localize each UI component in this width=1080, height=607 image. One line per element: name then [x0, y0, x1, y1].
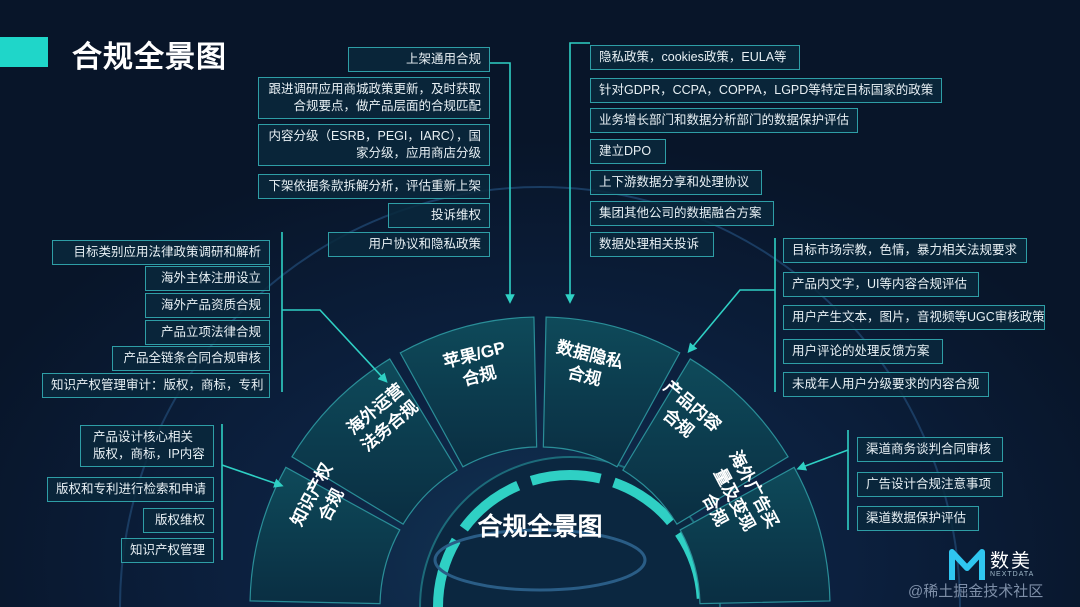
title-accent-bar [0, 37, 48, 67]
list-item: 海外主体注册设立 [145, 266, 270, 291]
inner-dash-ring [433, 470, 707, 607]
brand-sub: NEXTDATA [990, 571, 1035, 578]
list-item: 版权和专利进行检索和申请 [47, 477, 214, 502]
list-item: 上架通用合规 [348, 47, 490, 72]
segment-apple [399, 316, 538, 468]
connector-ads [796, 449, 849, 471]
list-item: 投诉维权 [388, 203, 490, 228]
list-item: 版权维权 [143, 508, 214, 533]
list-item: 跟进调研应用商城政策更新，及时获取合规要点，做产品层面的合规匹配 [258, 77, 490, 119]
list-item: 未成年人用户分级要求的内容合规 [783, 372, 989, 397]
outer-arc [119, 186, 961, 607]
segment-product [622, 358, 789, 525]
brand-mark-icon [949, 549, 985, 580]
list-item: 产品内文字，UI等内容合规评估 [783, 272, 979, 297]
list-item: 目标类别应用法律政策调研和解析 [52, 240, 270, 265]
list-item: 数据处理相关投诉 [590, 232, 714, 257]
connector-privacy [565, 42, 590, 304]
list-item: 建立DPO [590, 139, 666, 164]
watermark: @稀土掘金技术社区 [908, 583, 1044, 600]
list-item: 知识产权管理 [121, 538, 214, 563]
list-item: 业务增长部门和数据分析部门的数据保护评估 [590, 108, 858, 133]
list-item: 渠道商务谈判合同审核 [857, 437, 1003, 462]
brand-name: 数美 [990, 551, 1033, 572]
segment-overseas [291, 358, 458, 525]
list-item: 产品立项法律合规 [145, 320, 270, 345]
connector-apple [490, 62, 515, 304]
segment-ip [249, 466, 401, 605]
list-item: 集团其他公司的数据融合方案 [590, 201, 774, 226]
list-item: 用户协议和隐私政策 [328, 232, 490, 257]
list-item: 针对GDPR，CCPA，COPPA，LGPD等特定目标国家的政策 [590, 78, 942, 103]
center-title: 合规全景图 [477, 513, 603, 541]
list-item: 目标市场宗教，色情，暴力相关法规要求 [783, 238, 1027, 263]
page-title: 合规全景图 [72, 41, 227, 74]
segment-ads [679, 466, 831, 605]
segment-privacy [542, 316, 681, 468]
list-item: 广告设计合规注意事项 [857, 472, 1003, 497]
list-item: 产品全链条合同合规审核 [112, 346, 270, 371]
list-item: 上下游数据分享和处理协议 [590, 170, 762, 195]
list-item: 知识产权管理审计：版权，商标，专利 [42, 373, 270, 398]
list-item: 渠道数据保护评估 [857, 506, 979, 531]
list-item: 下架依据条款拆解分析，评估重新上架 [258, 174, 490, 199]
list-item: 产品设计核心相关版权，商标，IP内容 [80, 425, 214, 467]
list-item: 用户产生文本，图片，音视频等UGC审核政策 [783, 305, 1045, 330]
list-item: 海外产品资质合规 [145, 293, 270, 318]
list-item: 内容分级（ESRB，PEGI，IARC），国家分级，应用商店分级 [258, 124, 490, 166]
connector-overseas [282, 309, 388, 383]
list-item: 用户评论的处理反馈方案 [783, 339, 943, 364]
connector-product [687, 289, 775, 353]
list-item: 隐私政策，cookies政策，EULA等 [590, 45, 800, 70]
center-disc [433, 528, 647, 592]
connector-ip [221, 464, 284, 488]
brand-logo: 数美 NEXTDATA [948, 546, 1068, 586]
